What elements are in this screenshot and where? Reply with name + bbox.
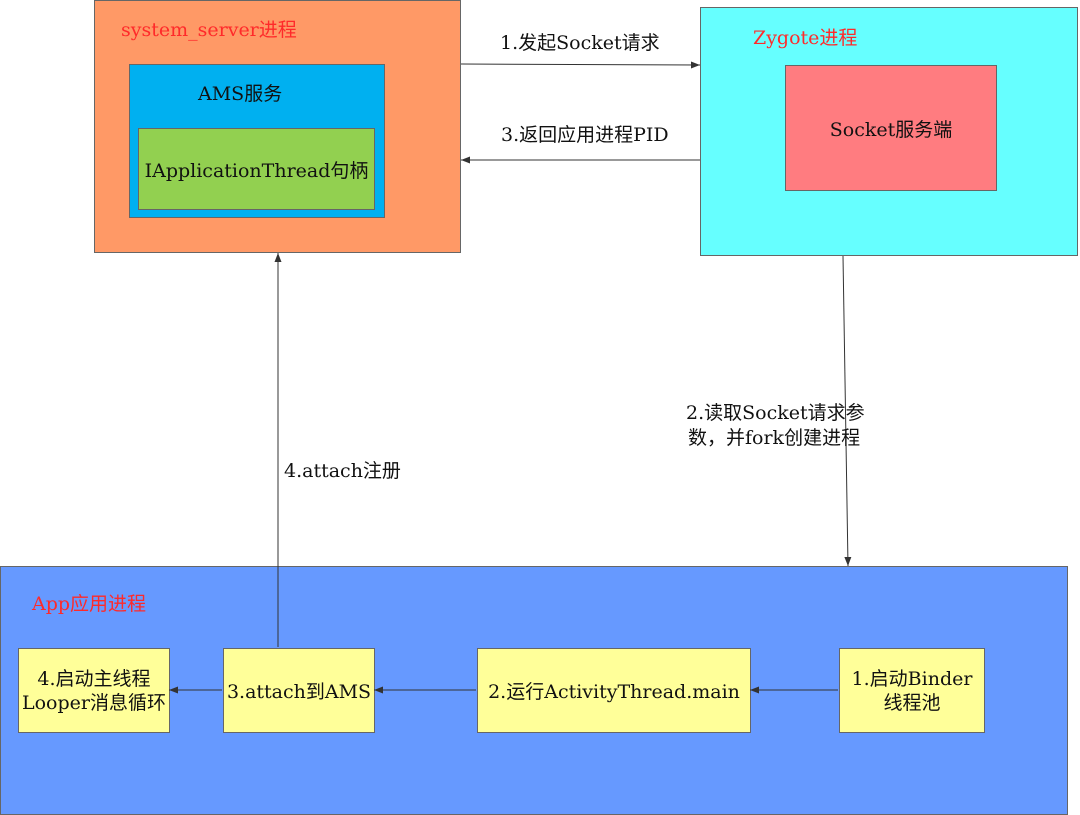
label-socket-request: 1.发起Socket请求 <box>500 32 660 54</box>
label-return-pid: 3.返回应用进程PID <box>501 124 669 146</box>
step-start-binder-pool: 1.启动Binder 线程池 <box>839 648 985 733</box>
iapplicationthread-handle-label: IApplicationThread句柄 <box>144 159 369 182</box>
system-server-title: system_server进程 <box>121 19 297 41</box>
ams-service: AMS服务 IApplicationThread句柄 <box>129 64 385 218</box>
ams-service-title: AMS服务 <box>198 83 283 105</box>
arrow-read-fork <box>842 255 852 567</box>
label-attach-register: 4.attach注册 <box>284 460 401 482</box>
socket-server-label: Socket服务端 <box>829 118 953 141</box>
step-2-label: 2.运行ActivityThread.main <box>488 681 740 703</box>
socket-server: Socket服务端 <box>785 65 997 191</box>
step-1-line1: 1.启动Binder <box>851 667 973 690</box>
step-4-line2: Looper消息循环 <box>22 691 166 714</box>
step-1-line2: 线程池 <box>883 691 941 714</box>
app-process-title: App应用进程 <box>32 593 147 615</box>
arrow-socket-request <box>460 61 701 69</box>
step-4-line1: 4.启动主线程 <box>37 667 151 690</box>
iapplicationthread-handle: IApplicationThread句柄 <box>138 128 375 210</box>
step-start-main-looper: 4.启动主线程 Looper消息循环 <box>18 648 170 733</box>
zygote-title: Zygote进程 <box>753 27 858 49</box>
system-server-process: system_server进程 AMS服务 IApplicationThread… <box>94 0 461 253</box>
step-3-label: 3.attach到AMS <box>226 681 372 703</box>
zygote-process: Zygote进程 Socket服务端 <box>700 7 1078 256</box>
label-read-fork-line1: 2.读取Socket请求参 <box>686 402 865 424</box>
label-read-fork-line2: 数，并fork创建进程 <box>688 427 861 449</box>
step-attach-to-ams: 3.attach到AMS <box>223 648 375 733</box>
step-run-activitythread-main: 2.运行ActivityThread.main <box>477 648 751 733</box>
